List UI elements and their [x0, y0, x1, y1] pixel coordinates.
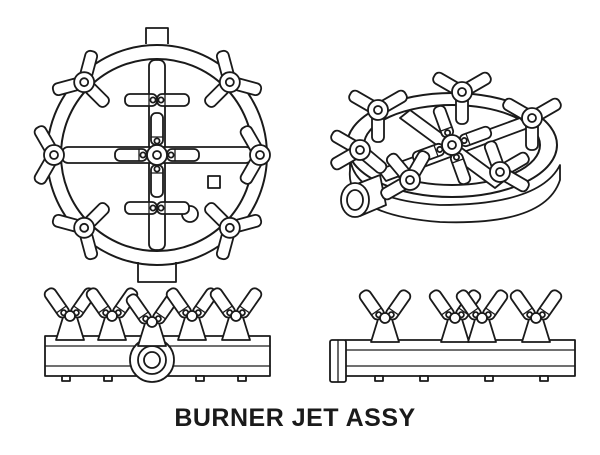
isometric-view	[328, 69, 564, 224]
diagram-caption: BURNER JET ASSY	[174, 404, 416, 432]
top-view	[31, 27, 271, 283]
front-elevation-view	[43, 286, 271, 383]
side-elevation-view	[329, 288, 576, 383]
